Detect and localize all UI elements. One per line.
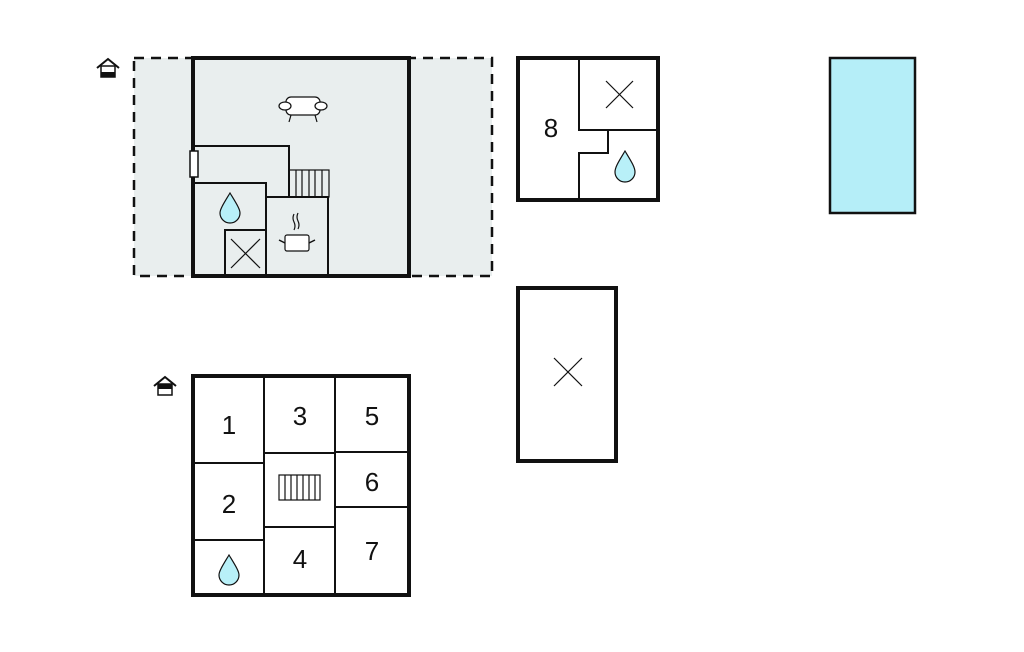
ground-floor-plan [96,56,494,278]
stairs-icon [288,169,330,198]
water-drop-icon [219,191,241,224]
room-number: 4 [293,544,307,574]
room-number: 7 [365,536,379,566]
annex-plan: 8 [516,56,660,202]
window [189,150,199,178]
upper-floor-walls [191,374,411,597]
swimming-pool [828,56,917,215]
stairs-icon [278,474,321,501]
house-ground-floor-icon [96,57,120,78]
storage-x-icon [553,357,583,387]
storage-x-icon [605,80,634,109]
room-number: 3 [293,401,307,431]
cooking-pot-icon [278,212,316,252]
storage-x-icon [224,229,267,276]
outbuilding-plan [516,286,618,463]
room-number: 2 [222,489,236,519]
water-drop-icon [218,553,240,586]
house-upper-floor-icon [153,375,177,396]
sofa-icon [278,96,328,123]
room-number: 6 [365,467,379,497]
room-number: 8 [544,113,558,143]
terrace-area [132,56,494,278]
upper-floor-plan: 1 2 3 4 5 6 7 [153,374,411,597]
water-drop-icon [614,149,636,183]
room-number: 1 [222,410,236,440]
room-number: 5 [365,401,379,431]
